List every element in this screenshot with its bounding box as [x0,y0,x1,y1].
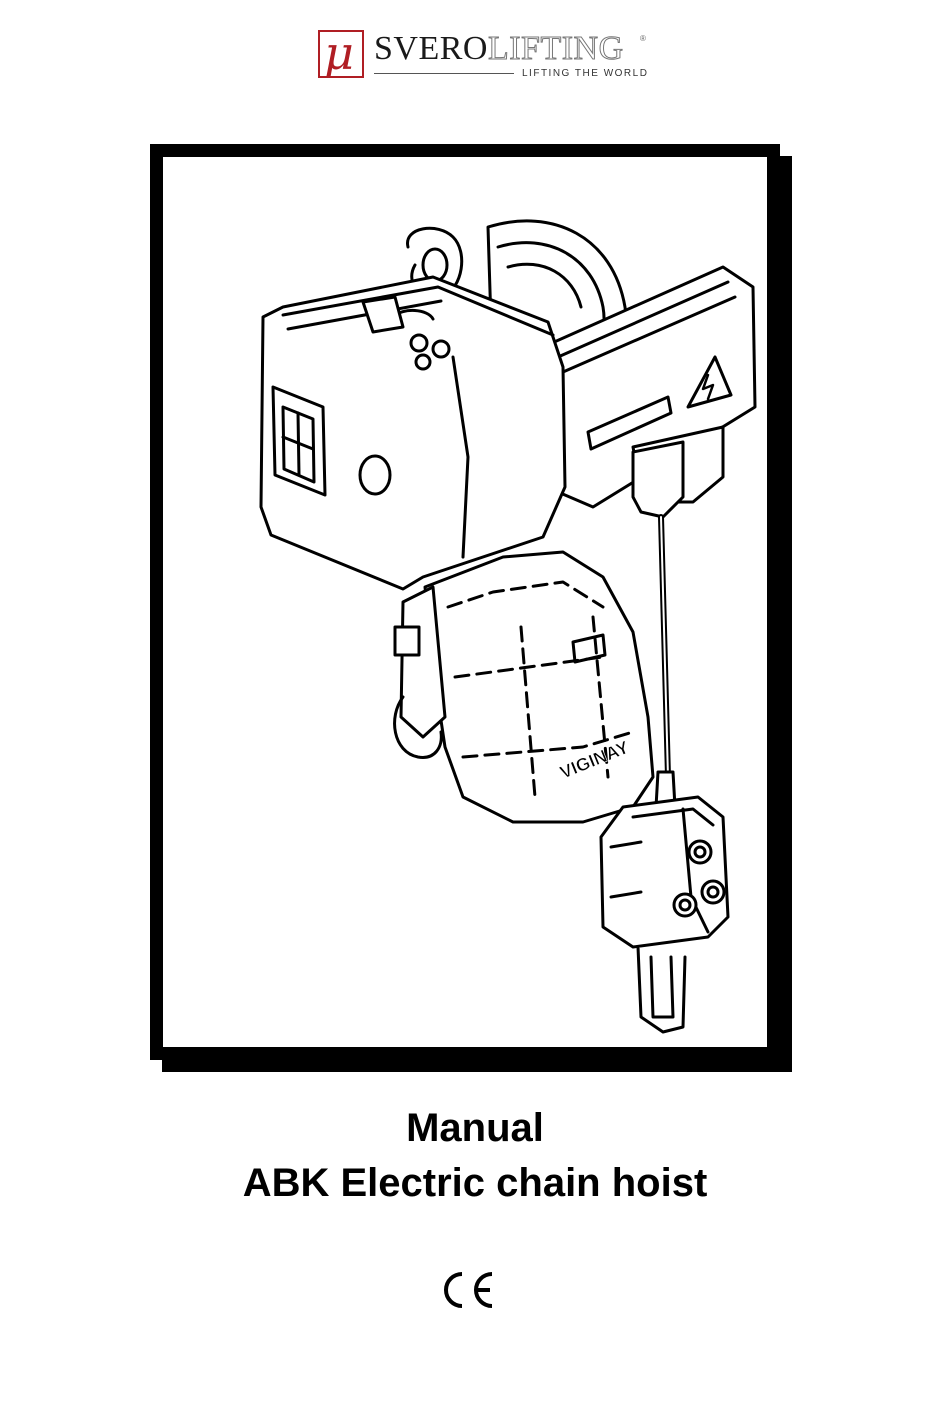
logo-brand-strong: SVERO [374,30,488,67]
gearbox-housing [261,277,565,589]
electric-chain-hoist-illustration: VIGINAY [163,157,767,1047]
logo-tagline: LIFTING THE WORLD [522,68,648,79]
registered-mark: ® [640,34,646,43]
manual-title: Manual [0,1108,950,1148]
logo-divider [374,73,514,74]
svero-lifting-logo: μ SVEROLIFTING ® LIFTING THE WORLD [318,28,648,84]
pendant-control [601,797,728,1032]
product-title: ABK Electric chain hoist [0,1163,950,1203]
logo-wordmark: SVEROLIFTING [374,32,624,66]
illustration-frame: VIGINAY [150,144,780,1060]
logo-mark-glyph: μ [324,30,354,78]
logo-brand-light: LIFTING [488,30,624,67]
chain-container: VIGINAY [425,552,653,822]
ce-mark-icon [438,1268,498,1312]
logo-mu-icon: μ [318,30,364,78]
